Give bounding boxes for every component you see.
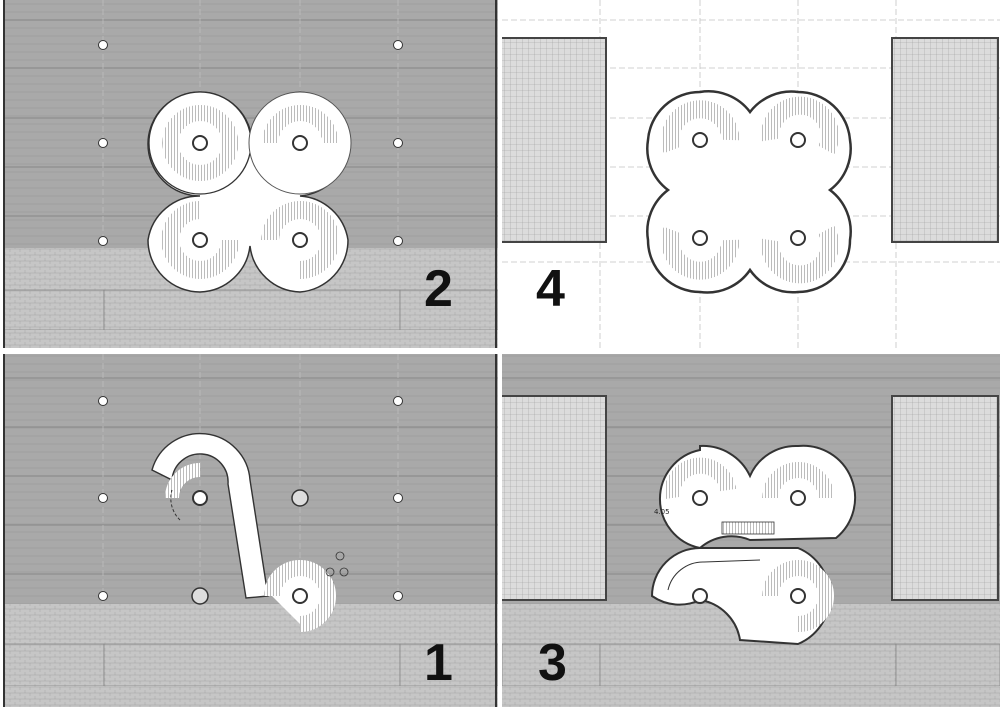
spiral-treads [262, 105, 338, 144]
paving-block [103, 643, 401, 687]
spiral-newel [790, 132, 806, 148]
spiral-treads [161, 201, 239, 279]
column-large [291, 489, 309, 507]
paving-band [4, 604, 498, 644]
columns [98, 40, 403, 246]
straight-flight [721, 521, 775, 535]
level-markers [325, 551, 349, 577]
handrail [667, 559, 761, 591]
paving-band [4, 686, 498, 707]
panel-number-label: 4 [536, 260, 565, 318]
spiral-newel [292, 588, 308, 604]
spiral-treads [165, 463, 201, 499]
paving-block [3, 643, 105, 687]
stair-cluster [147, 91, 352, 293]
panel-1: 1 [3, 354, 499, 707]
paving-block [399, 643, 499, 687]
stair-cluster [650, 444, 857, 646]
mesh-panel-right [891, 395, 999, 601]
spiral-treads [762, 560, 835, 632]
paving-block [399, 289, 499, 331]
spiral-newel [192, 490, 208, 506]
grid-lines [102, 354, 399, 707]
paving-band [502, 686, 1000, 707]
spiral-treads [661, 226, 740, 280]
spiral-newel [790, 230, 806, 246]
spiral-treads [762, 462, 834, 499]
spiral-treads [661, 100, 740, 154]
curved-ramp [151, 432, 269, 599]
paving-block [103, 289, 401, 331]
paving-band [4, 248, 498, 290]
spiral-newel [292, 232, 308, 248]
level-annotation: 4.05 [654, 508, 670, 516]
spiral-treads [162, 105, 238, 181]
columns [98, 396, 403, 601]
paving-block [3, 289, 105, 331]
spiral-treads [261, 201, 340, 279]
spiral-newel [192, 135, 208, 151]
spiral-newel [692, 490, 708, 506]
spiral-treads [663, 457, 736, 500]
mesh-panel-right [891, 37, 999, 243]
panel-number-label: 1 [424, 634, 453, 692]
panel-3: 4.05 3 [499, 354, 1000, 707]
mesh-panel-left [499, 37, 607, 243]
paving-block [599, 643, 897, 687]
panel-4: 4 [499, 0, 1000, 348]
spiral-newel [692, 132, 708, 148]
spiral-newel [192, 232, 208, 248]
column-large [191, 587, 209, 605]
spiral-treads [760, 225, 839, 284]
panel-number-label: 3 [538, 634, 567, 692]
mesh-panel-left [499, 395, 607, 601]
paving-band [4, 330, 498, 348]
spiral-newel [292, 135, 308, 151]
hidden-line [170, 489, 181, 521]
spiral-newel [692, 588, 708, 604]
spiral-newel [790, 490, 806, 506]
spiral-treads [760, 96, 839, 155]
panel-number-label: 2 [424, 260, 453, 318]
stair-cluster [646, 90, 852, 294]
panel-2: 2 [3, 0, 499, 348]
spiral-newel [692, 230, 708, 246]
paving-block [895, 643, 1000, 687]
spiral-newel [790, 588, 806, 604]
